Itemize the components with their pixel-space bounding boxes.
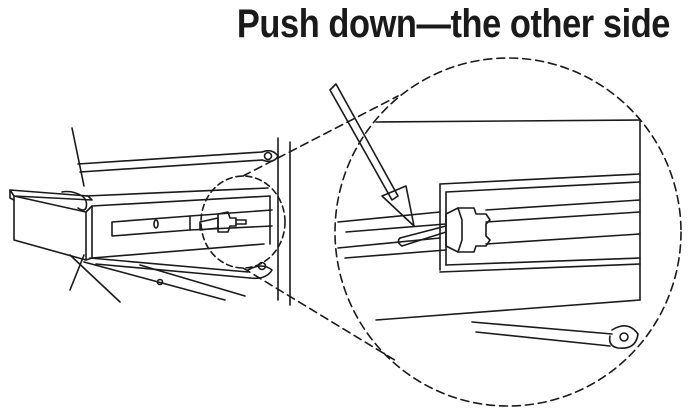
callout-line-bottom	[243, 268, 398, 362]
instruction-heading: Push down—the other side	[236, 2, 671, 46]
down-arrow-icon	[330, 84, 414, 226]
latch-detail	[398, 208, 490, 252]
callout-source-circle	[201, 176, 285, 268]
cabinet-frame	[70, 128, 290, 305]
drawer-body	[10, 188, 272, 260]
callout-line-top	[243, 96, 398, 176]
latch-small	[200, 212, 246, 232]
magnified-rail-assembly	[338, 120, 640, 348]
magnified-detail-circle	[335, 58, 681, 406]
